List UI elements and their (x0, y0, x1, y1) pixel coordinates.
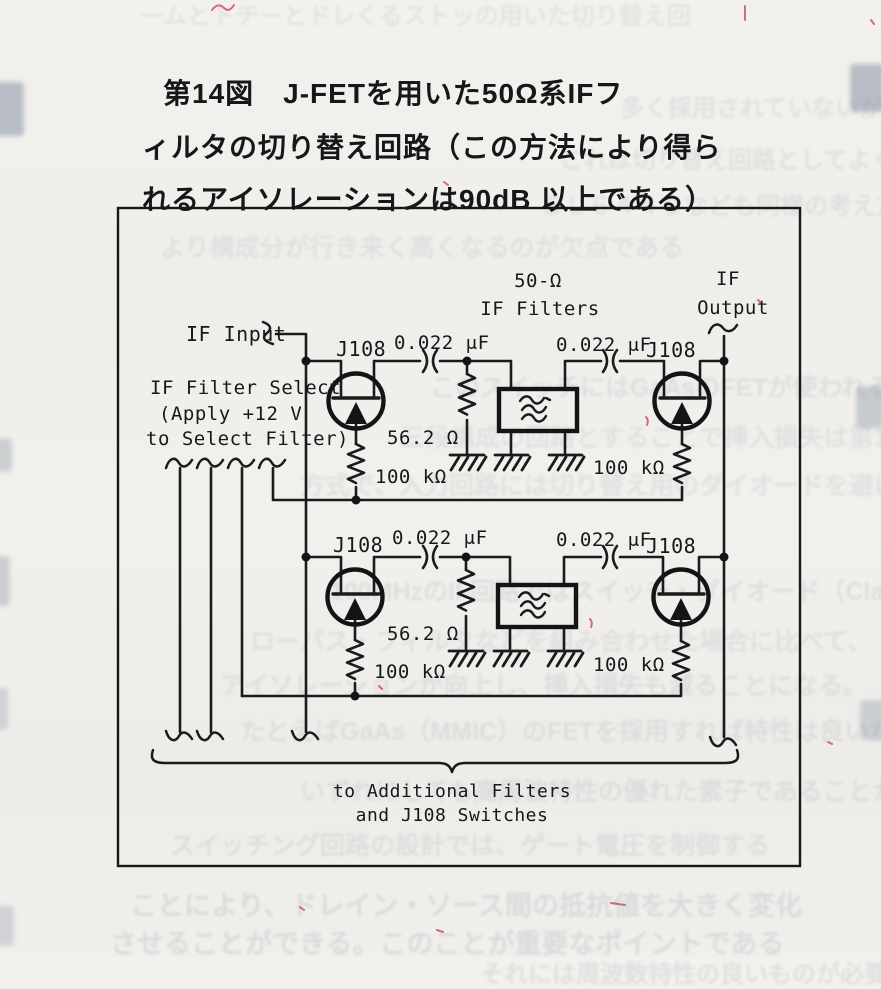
filter-block-2 (495, 582, 579, 630)
terminal-hooks (164, 320, 739, 748)
caption-line-3: れるアイソレーションは90dB 以上である） (142, 184, 715, 215)
caption-line-1: 第14図 J-FETを用いた50Ω系IFフ (163, 78, 624, 109)
cap-value-2: 0.022 μF (556, 334, 652, 356)
capacitor-symbols (421, 348, 619, 570)
caption-line-2: ィルタの切り替え回路（この方法により得ら (142, 132, 722, 163)
filters-title-2: IF Filters (480, 298, 599, 320)
gate-r-value-1: 100 kΩ (375, 466, 447, 488)
figure-border (116, 206, 802, 868)
resistor-symbols (345, 372, 692, 682)
jfet-q1 (326, 371, 386, 431)
series-r-value-2: 56.2 Ω (387, 623, 459, 645)
cap-value-4: 0.022 μF (556, 529, 652, 551)
ground-symbols (447, 453, 586, 668)
jfet-q4 (651, 567, 711, 627)
bottom-note-2: and J108 Switches (356, 805, 549, 826)
jfet-label-q3: J108 (333, 533, 383, 557)
bottom-brace (150, 748, 740, 774)
gate-r-value-4: 100 kΩ (593, 654, 665, 676)
jfet-label-q4: J108 (646, 534, 696, 558)
junction-dots (301, 356, 729, 701)
cap-value-1: 0.022 μF (394, 332, 490, 354)
red-marks (211, 4, 875, 933)
series-r-value-1: 56.2 Ω (387, 427, 459, 449)
circuit-schematic: IF Input IF Filter Select (Apply +12 V t… (116, 4, 875, 933)
filter-select-label-1: IF Filter Select (150, 377, 341, 399)
bottom-note-1: to Additional Filters (333, 781, 571, 802)
jfet-label-q2: J108 (646, 338, 696, 362)
wires (178, 332, 726, 739)
if-input-label: IF Input (186, 322, 286, 346)
jfet-q3 (325, 567, 385, 627)
cap-value-3: 0.022 μF (392, 527, 488, 549)
if-output-label-1: IF (716, 268, 740, 290)
gate-r-value-3: 100 kΩ (374, 661, 446, 683)
if-output-label-2: Output (697, 297, 769, 319)
gate-r-value-2: 100 kΩ (593, 457, 665, 479)
filters-title-1: 50-Ω (514, 270, 562, 292)
schematic-labels: IF Input IF Filter Select (Apply +12 V t… (146, 268, 769, 826)
jfet-q2 (652, 371, 712, 431)
filter-select-label-2: (Apply +12 V (159, 403, 302, 425)
bleed-text: それには周波数特性の良いものが必要とされるので (480, 961, 881, 988)
jfet-label-q1: J108 (336, 337, 386, 361)
filter-block-1 (496, 386, 580, 434)
filter-select-label-3: to Select Filter) (146, 428, 349, 450)
